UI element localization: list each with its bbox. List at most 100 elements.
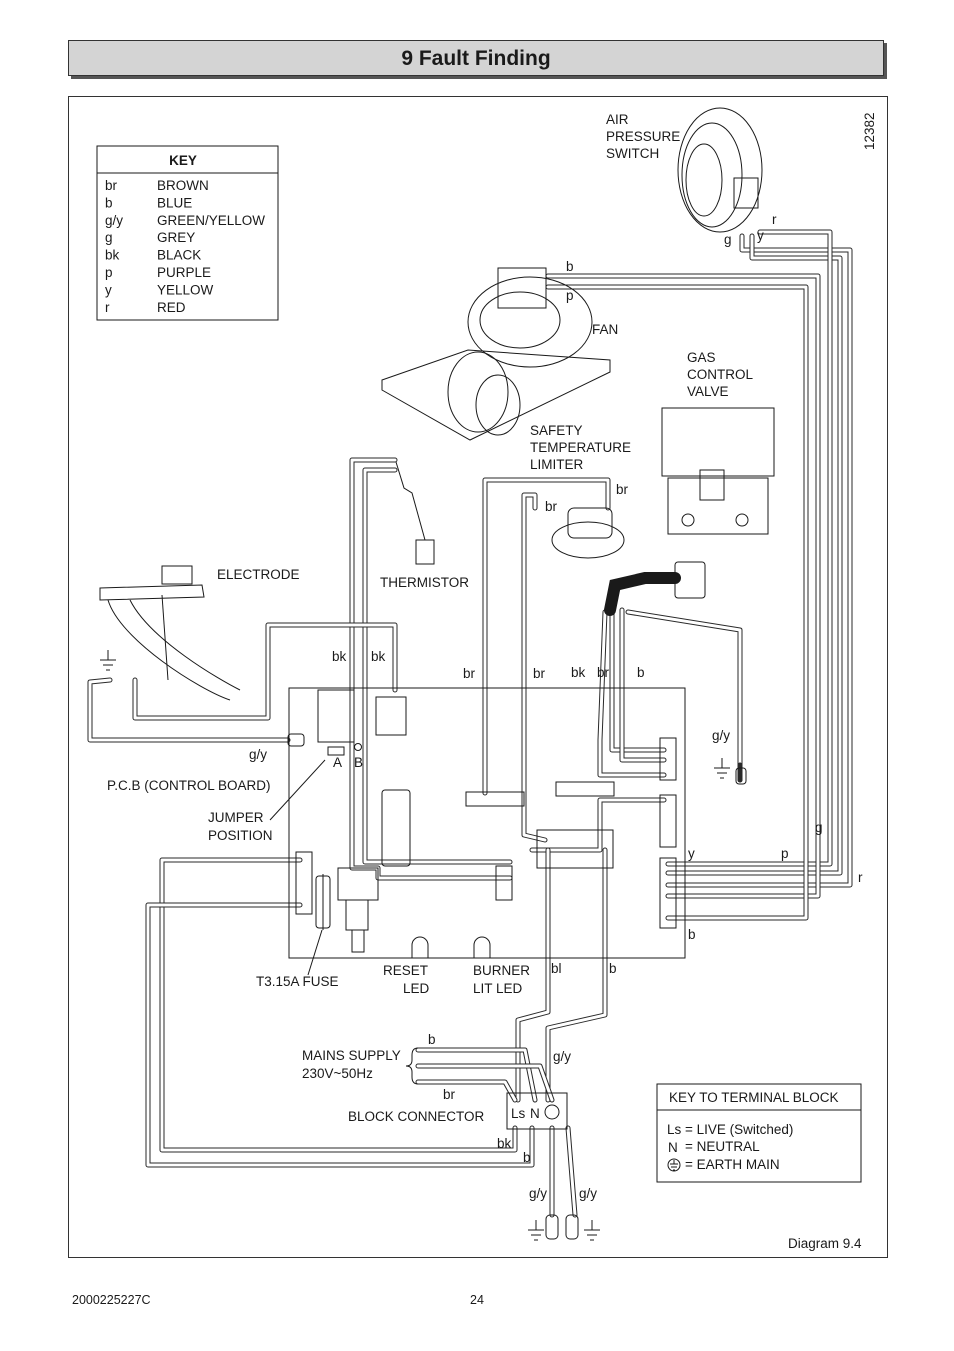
key-title: KEY	[169, 153, 197, 168]
mains-label-2: 230V~50Hz	[302, 1066, 373, 1081]
stl-label-1: SAFETY	[530, 423, 583, 438]
jumper-b-label: B	[354, 755, 363, 770]
wl-g-right: g	[815, 820, 823, 835]
wl-aps-y: y	[757, 228, 764, 243]
wl-r-right: r	[858, 870, 863, 885]
burner-led-label-2: LIT LED	[473, 981, 523, 996]
key-colour-name: BROWN	[157, 178, 209, 193]
key-code: b	[105, 195, 113, 210]
wl-mains-gy: g/y	[553, 1049, 571, 1064]
diagram-frame	[68, 96, 888, 1258]
wl-block-b: b	[523, 1150, 531, 1165]
terminal-key-ls-text: = LIVE (Switched)	[685, 1122, 793, 1137]
terminal-key-ls-symbol: Ls	[667, 1122, 682, 1137]
stl-label-3: LIMITER	[530, 457, 584, 472]
jumper-a-label: A	[333, 755, 342, 770]
block-n-label: N	[530, 1106, 540, 1121]
control-board	[288, 687, 686, 959]
aps-label-3: SWITCH	[606, 146, 659, 161]
terminal-key-earth-text: = EARTH MAIN	[685, 1157, 780, 1172]
key-colour-name: GREY	[157, 230, 195, 245]
key-code: br	[105, 178, 118, 193]
section-title: 9 Fault Finding	[401, 47, 551, 70]
jumper-label-2: POSITION	[208, 828, 273, 843]
key-colour-name: GREEN/YELLOW	[157, 213, 265, 228]
reset-led-label-1: RESET	[383, 963, 428, 978]
gas-control-valve	[661, 407, 775, 535]
stl-label-2: TEMPERATURE	[530, 440, 631, 455]
key-code: r	[105, 300, 110, 315]
diagram-caption: Diagram 9.4	[788, 1236, 862, 1251]
key-colour-name: PURPLE	[157, 265, 211, 280]
wl-y-conn: y	[688, 846, 695, 861]
wl-p-conn: p	[781, 846, 789, 861]
doc-number: 2000225227C	[72, 1293, 151, 1307]
wl-gy-right: g/y	[712, 728, 730, 743]
wire-labels: g y r b p br br bk bk br br bk br b g/y …	[249, 212, 863, 1201]
block-ls-label: Ls	[511, 1106, 526, 1121]
wl-b-conn: b	[688, 927, 696, 942]
key-colour-name: BLACK	[157, 248, 201, 263]
wl-fan-b: b	[566, 259, 574, 274]
wl-mains-b: b	[428, 1032, 436, 1047]
wl-br1: br	[463, 666, 476, 681]
wl-bl-pcb: bl	[551, 961, 562, 976]
earth-symbols	[100, 650, 747, 1241]
wl-br2: br	[533, 666, 546, 681]
key-code: bk	[105, 248, 120, 263]
jumper-pointer	[269, 759, 326, 821]
safety-temperature-limiter	[551, 507, 625, 559]
wl-b-pcb: b	[609, 961, 617, 976]
component-labels: AIR PRESSURE SWITCH FAN GAS CONTROL VALV…	[107, 112, 753, 1124]
block-connector	[506, 1092, 568, 1130]
wl-aps-r: r	[772, 212, 777, 227]
wl-block-bk: bk	[497, 1136, 512, 1151]
key-code: y	[105, 282, 112, 297]
terminal-key-n-text: = NEUTRAL	[685, 1139, 760, 1154]
wl-aps-g: g	[724, 232, 732, 247]
thermistor-label: THERMISTOR	[380, 575, 469, 590]
electrode-label: ELECTRODE	[217, 567, 300, 582]
wl-stl-br2: br	[545, 499, 558, 514]
wl-fan-p: p	[566, 288, 574, 303]
key-colour-name: BLUE	[157, 195, 192, 210]
terminal-key-n-symbol: N	[668, 1140, 678, 1155]
electrode	[99, 565, 241, 701]
mains-brace	[405, 1047, 419, 1085]
block-connector-label: BLOCK CONNECTOR	[348, 1109, 485, 1124]
page-number: 24	[470, 1293, 484, 1307]
earth-icon	[667, 1158, 681, 1172]
reset-led-label-2: LED	[403, 981, 430, 996]
wl-bk2: bk	[371, 649, 386, 664]
key-code: g	[105, 230, 113, 245]
harness-connector	[604, 561, 706, 616]
aps-label-1: AIR	[606, 112, 629, 127]
gcv-label-3: VALVE	[687, 384, 729, 399]
wl-bk3: bk	[571, 665, 586, 680]
terminal-key-title: KEY TO TERMINAL BLOCK	[669, 1090, 839, 1105]
wl-mains-br: br	[443, 1087, 456, 1102]
aps-label-2: PRESSURE	[606, 129, 680, 144]
pcb-label: P.C.B (CONTROL BOARD)	[107, 778, 271, 793]
key-code: g/y	[105, 213, 123, 228]
burner-led-label-1: BURNER	[473, 963, 530, 978]
fuse-pointer	[307, 929, 323, 976]
wire-colour-key: KEY br BROWN b BLUE g/y GREEN/YELLOW g GREY bk BL…	[96, 145, 279, 321]
gcv-label-1: GAS	[687, 350, 716, 365]
mains-label-1: MAINS SUPPLY	[302, 1048, 401, 1063]
thermistor	[395, 461, 435, 565]
wl-earth-gy1: g/y	[529, 1186, 547, 1201]
wl-br3: br	[597, 665, 610, 680]
fan	[381, 267, 611, 441]
key-code: p	[105, 265, 113, 280]
fan-label: FAN	[592, 322, 618, 337]
diagram-ref-number: 12382	[862, 112, 877, 150]
wl-earth-gy2: g/y	[579, 1186, 597, 1201]
terminal-block-key: KEY TO TERMINAL BLOCK Ls = LIVE (Switche…	[656, 1083, 862, 1183]
section-header: 9 Fault Finding	[68, 40, 884, 76]
wiring-harness	[87, 229, 853, 1218]
wl-stl-br1: br	[616, 482, 629, 497]
air-pressure-switch	[677, 107, 763, 233]
wl-bk1: bk	[332, 649, 347, 664]
